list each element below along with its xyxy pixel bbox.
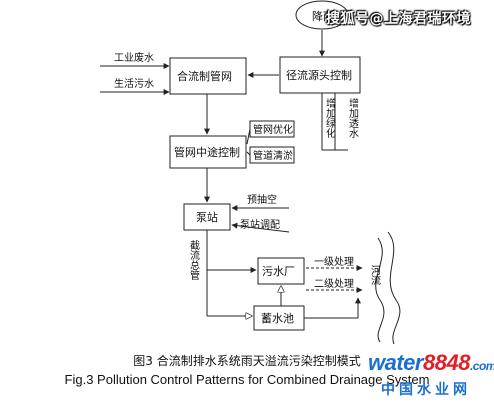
industrial-wastewater-label: 工业废水 [114,51,154,64]
river-right-bank [387,231,401,345]
network-optimization-label: 管网优化 [253,123,293,136]
optimization-link [246,128,251,145]
logo-water-text: water [368,350,423,375]
pump-station-node: 泵站 [183,203,231,231]
scheduling-arrow [231,222,290,233]
water8848-logo: water8848.com [368,350,494,376]
combined-network-node: 合流制管网 [169,57,247,95]
pipe-dredging-node: 管道清淤 [249,146,295,164]
network-midway-control-node: 管网中途控制 [169,135,247,169]
domestic-sewage-label: 生活污水 [114,77,154,90]
pump-station-label: 泵站 [196,210,218,224]
increase-permeable-label: 增加透水 [347,97,359,138]
figure-caption-en: Fig.3 Pollution Control Patterns for Com… [64,372,430,387]
sohu-watermark: 搜狐号@上海君瑞环境 [326,11,471,27]
logo-subtitle: 中国水业网 [381,382,471,398]
pre-pumping-label: 预抽空 [247,193,277,206]
pump-scheduling-label: 泵站调配 [240,218,280,231]
primary-treatment-label: 一级处理 [314,256,354,268]
river-label: 河流 [369,265,381,286]
wwtp-label: 污水厂 [262,265,295,278]
network-optimization-node: 管网优化 [249,120,295,138]
increase-green-label: 增加绿化 [324,97,336,138]
river-left-bank [375,237,385,343]
dredging-link [246,151,251,156]
rain-label: 降雨 [312,9,334,23]
logo-number-text: 8848 [422,350,470,375]
combined-network-label: 合流制管网 [177,69,232,83]
network-midway-control-label: 管网中途控制 [174,145,240,159]
wwtp-node: 污水厂 [257,257,305,285]
figure-caption-cn: 图3 合流制排水系统雨天溢流污染控制模式 [133,354,361,368]
logo-domain-text: .com [469,359,494,373]
pipe-dredging-label: 管道清淤 [253,149,293,162]
secondary-treatment-label: 二级处理 [314,278,354,290]
runoff-source-control-label: 径流源头控制 [286,68,352,82]
storage-tank-label: 蓄水池 [261,312,294,325]
interception-main-label: 截流总管 [188,239,200,281]
storage-tank-node: 蓄水池 [253,305,305,331]
runoff-source-control-node: 径流源头控制 [279,56,361,94]
rain-node: 降雨 [295,0,349,30]
